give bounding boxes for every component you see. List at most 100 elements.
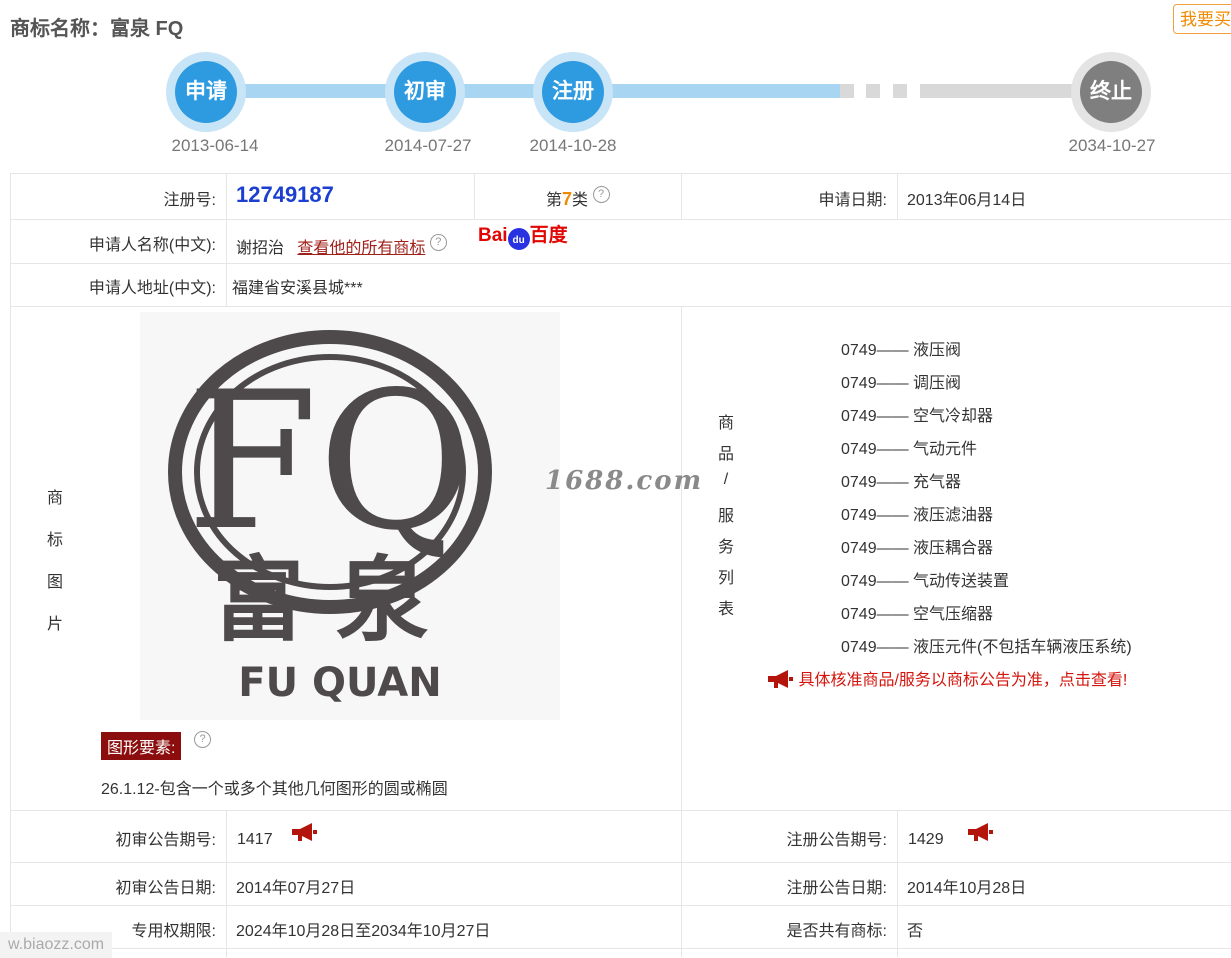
baidu-logo-text: 百度 [529,225,568,246]
class-info: 第7类 ? [546,186,610,210]
timeline-step-end: 终止 [1071,52,1151,132]
address-label: 申请人地址(中文): [88,280,216,297]
megaphone-icon [768,670,793,688]
trademark-logo: FQ 富 泉 FU QUAN [168,330,492,706]
apply-date-value: 2013年06月14日 [907,192,1027,209]
shared-label: 是否共有商标: [786,923,887,940]
table-border [10,173,11,957]
applicant-label: 申请人名称(中文): [88,237,216,254]
goods-item: 0749—— 液压耦合器 [841,540,994,557]
buy-button[interactable]: 我要买 [1173,4,1231,34]
table-border [897,173,898,219]
watermark-text: 1688.com [545,466,704,496]
validity-value: 2024年10月28日至2034年10月27日 [236,923,491,940]
trademark-pinyin: FU QUAN [238,660,441,706]
timeline-step-prelim: 初审 [385,52,465,132]
timeline-date: 2013-06-14 [171,136,259,155]
applicant-value: 谢招治 查看他的所有商标 ? [236,234,447,258]
timeline-step-apply: 申请 [166,52,246,132]
megaphone-icon[interactable] [966,823,994,841]
table-border [681,173,682,219]
goods-label-char: 品 [717,446,734,463]
class-number: 7 [562,189,573,209]
table-border [10,263,1231,264]
timeline-dash [840,84,854,98]
image-label-char: 商 [46,490,63,507]
baidu-logo-text: Bai [478,225,508,246]
table-border [10,219,1231,220]
table-border [10,862,1231,863]
table-border [681,306,682,957]
reg-no-value: 12749187 [236,182,334,207]
goods-item: 0749—— 气动元件 [841,441,978,458]
image-label-char: 片 [46,616,63,633]
goods-notice-link[interactable]: 具体核准商品/服务以商标公告为准，点击查看! [766,666,1127,690]
class-suffix: 类 [572,192,589,209]
table-border [897,810,898,957]
timeline-remaining-bar [920,84,1110,98]
reg-notice-no-label: 注册公告期号: [786,832,887,849]
trademark-chinese: 富 泉 [212,547,428,654]
goods-notice-text: 具体核准商品/服务以商标公告为准，点击查看! [798,672,1128,689]
goods-item: 0749—— 充气器 [841,474,962,491]
applicant-name: 谢招治 [236,240,285,257]
goods-label-char: 商 [717,415,734,432]
megaphone-icon[interactable] [290,823,318,841]
image-label-char: 标 [46,532,63,549]
timeline-date: 2014-07-27 [384,136,472,155]
apply-date-label: 申请日期: [818,192,887,209]
figure-elements-tag: 图形要素: [101,732,182,760]
timeline-step-register: 注册 [533,52,613,132]
view-all-trademarks-link[interactable]: 查看他的所有商标 [297,240,426,257]
timeline-dash [893,84,907,98]
timeline-date: 2034-10-27 [1068,136,1156,155]
address-value: 福建省安溪县城*** [232,280,363,297]
help-icon[interactable]: ? [429,234,447,251]
goods-label-char: / [723,471,729,488]
shared-value: 否 [907,923,924,940]
prelim-date-label: 初审公告日期: [115,880,216,897]
page-title: 商标名称：富泉 FQ [10,18,184,40]
reg-notice-date-value: 2014年10月28日 [907,880,1027,897]
goods-label-char: 列 [717,570,734,587]
reg-notice-date-label: 注册公告日期: [786,880,887,897]
goods-item: 0749—— 液压元件(不包括车辆液压系统) [841,639,1132,656]
help-icon[interactable]: ? [592,186,610,203]
prelim-date-value: 2014年07月27日 [236,880,356,897]
class-prefix: 第 [546,192,563,209]
timeline-step-label: 申请 [175,61,237,123]
goods-item: 0749—— 空气压缩器 [841,606,994,623]
table-border [10,173,1231,174]
goods-label-char: 务 [717,539,734,556]
table-border [10,948,1231,949]
table-border [10,905,1231,906]
goods-item: 0749—— 调压阀 [841,375,962,392]
trademark-image: FQ 富 泉 FU QUAN [140,312,560,720]
figure-element-value: 26.1.12-包含一个或多个其他几何图形的圆或椭圆 [101,781,448,798]
prelim-no-value: 1417 [237,831,273,848]
timeline-dash [866,84,880,98]
validity-label: 专用权期限: [131,923,216,940]
timeline-step-label: 终止 [1080,61,1142,123]
timeline-date: 2014-10-28 [529,136,617,155]
help-icon[interactable]: ? [194,731,211,748]
goods-item: 0749—— 气动传送装置 [841,573,1010,590]
goods-item: 0749—— 空气冷却器 [841,408,994,425]
table-border [226,173,227,306]
goods-item: 0749—— 液压滤油器 [841,507,994,524]
table-border [10,306,1231,307]
goods-item: 0749—— 液压阀 [841,342,962,359]
prelim-no-label: 初审公告期号: [115,832,216,849]
baidu-paw-icon: du [507,228,530,250]
table-border [474,173,475,219]
trademark-letters: FQ [186,351,474,572]
reg-no-label: 注册号: [163,192,216,209]
timeline-progress-bar [205,84,840,98]
footer-watermark: w.biaozz.com [0,932,113,958]
timeline-step-label: 初审 [394,61,456,123]
table-border [226,810,227,957]
table-border [10,810,1231,811]
image-label-char: 图 [46,574,63,591]
goods-label-char: 表 [717,601,734,618]
